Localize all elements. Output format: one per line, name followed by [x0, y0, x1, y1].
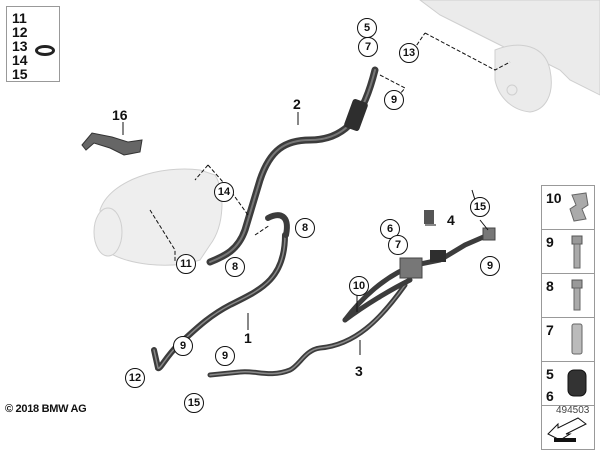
clip-holder-icon [569, 192, 589, 222]
label-3[interactable]: 3 [355, 363, 363, 379]
callout-9[interactable]: 9 [173, 336, 193, 356]
callout-15[interactable]: 15 [184, 393, 204, 413]
valve-core-icon [571, 323, 583, 355]
part-number: 5 [546, 366, 554, 382]
parts-diagram [81, 0, 600, 378]
callout-8[interactable]: 8 [295, 218, 315, 238]
hose-1 [151, 212, 290, 372]
callout-12[interactable]: 12 [125, 368, 145, 388]
legend-item-14[interactable]: 14 [12, 52, 28, 68]
label-16[interactable]: 16 [112, 107, 128, 123]
callout-5[interactable]: 5 [357, 18, 377, 38]
bolt-icon [571, 279, 583, 311]
bolt-icon [571, 235, 583, 269]
callout-11[interactable]: 11 [176, 254, 196, 274]
hose-assembly-right [342, 210, 496, 323]
label-1[interactable]: 1 [244, 330, 252, 346]
legend-item-11[interactable]: 11 [12, 10, 27, 26]
side-cell-10[interactable]: 10 [542, 186, 594, 230]
callout-9[interactable]: 9 [384, 90, 404, 110]
callout-7[interactable]: 7 [358, 37, 378, 57]
side-cell-7[interactable]: 7 [542, 318, 594, 362]
arrow-direction-icon [547, 417, 587, 442]
part-number: 7 [546, 322, 554, 338]
side-cell-5-6[interactable]: 5 6 [542, 362, 594, 406]
callout-10[interactable]: 10 [349, 276, 369, 296]
part-number: 6 [546, 388, 554, 404]
parts-side-panel: 10 9 8 7 5 6 [541, 185, 595, 450]
hose-3 [207, 282, 408, 378]
callout-9[interactable]: 9 [480, 256, 500, 276]
label-2[interactable]: 2 [293, 96, 301, 112]
side-cell-8[interactable]: 8 [542, 274, 594, 318]
legend-item-13[interactable]: 13 [12, 38, 28, 54]
callout-15[interactable]: 15 [470, 197, 490, 217]
legend-item-15[interactable]: 15 [12, 66, 28, 82]
copyright-text: © 2018 BMW AG [5, 403, 87, 415]
diagram-id: 494503 [556, 405, 590, 416]
callout-8[interactable]: 8 [225, 257, 245, 277]
legend-box: 11 12 13 14 15 [6, 6, 60, 82]
part-number: 9 [546, 234, 554, 250]
part-number: 8 [546, 278, 554, 294]
cap-icon [567, 369, 587, 397]
hose-2 [206, 66, 379, 266]
label-4[interactable]: 4 [447, 212, 455, 228]
callout-14[interactable]: 14 [214, 182, 234, 202]
ac-compressor-ghost [93, 168, 223, 266]
callout-9[interactable]: 9 [215, 346, 235, 366]
bracket-16 [81, 132, 143, 156]
callout-13[interactable]: 13 [399, 43, 419, 63]
o-ring-icon [35, 45, 55, 56]
callout-7[interactable]: 7 [388, 235, 408, 255]
engine-block-ghost [419, 0, 600, 113]
legend-item-12[interactable]: 12 [12, 24, 28, 40]
side-cell-9[interactable]: 9 [542, 230, 594, 274]
part-number: 10 [546, 190, 562, 206]
